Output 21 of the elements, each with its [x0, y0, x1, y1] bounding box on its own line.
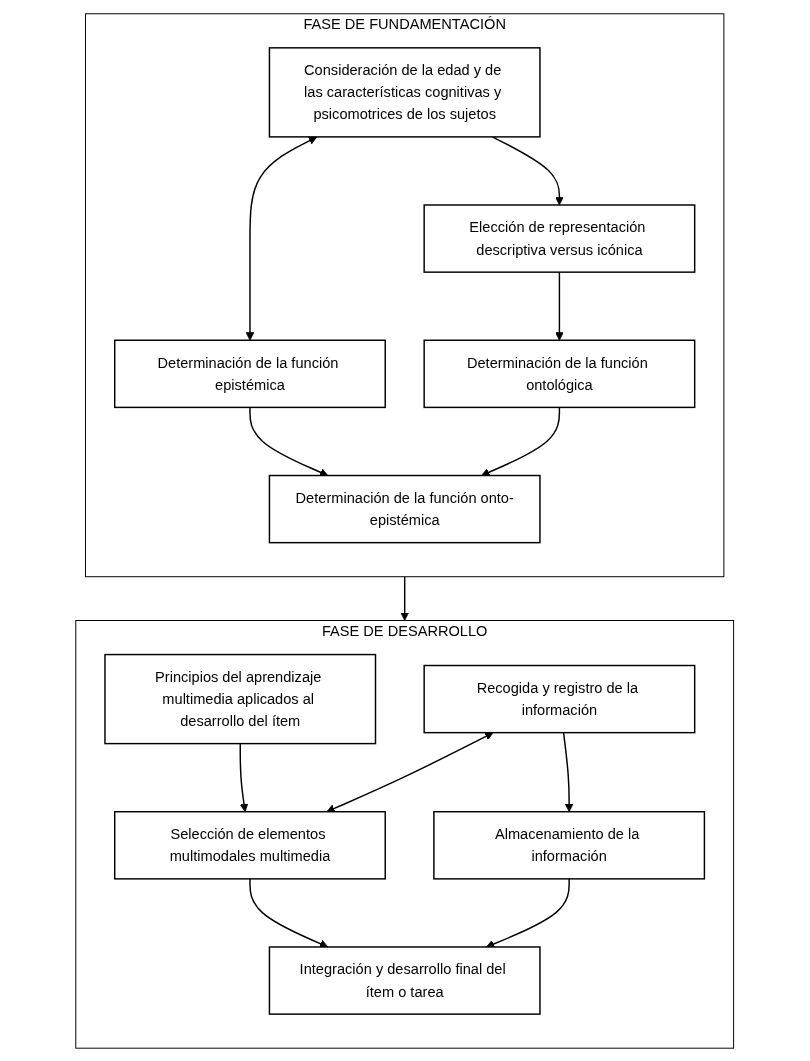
- node-box: Consideración de la edad y de las características cognitivas y psicomotrices de los sujetos: [269, 46, 541, 138]
- arrow: [555, 270, 564, 341]
- arrow: [239, 742, 249, 812]
- arrow: [400, 575, 410, 621]
- node-box: Recogida y registro de la información: [423, 664, 696, 733]
- node-box: Determinación de la función ontológica: [423, 339, 696, 408]
- arrow: [246, 136, 318, 341]
- arrow: [326, 731, 494, 813]
- arrow: [491, 135, 564, 205]
- node-box: Selección de elementos multimodales multimedia: [114, 810, 387, 880]
- arrow: [563, 731, 574, 812]
- node-box: Determinación de la función epistémica: [114, 339, 387, 408]
- arrow: [481, 406, 561, 476]
- node-box: Elección de representación descriptiva versus icónica: [423, 203, 696, 273]
- arrow: [486, 877, 571, 948]
- node-box: Almacenamiento de la información: [433, 810, 706, 880]
- node-box: Principios del aprendizaje multimedia aplicados al desarrollo del ítem: [104, 653, 377, 744]
- node-box: Integración y desarrollo final del ítem o tarea: [269, 945, 541, 1015]
- node-box: Determinación de la función onto-epistémica: [269, 474, 541, 543]
- arrow: [249, 877, 329, 948]
- arrow: [249, 406, 329, 476]
